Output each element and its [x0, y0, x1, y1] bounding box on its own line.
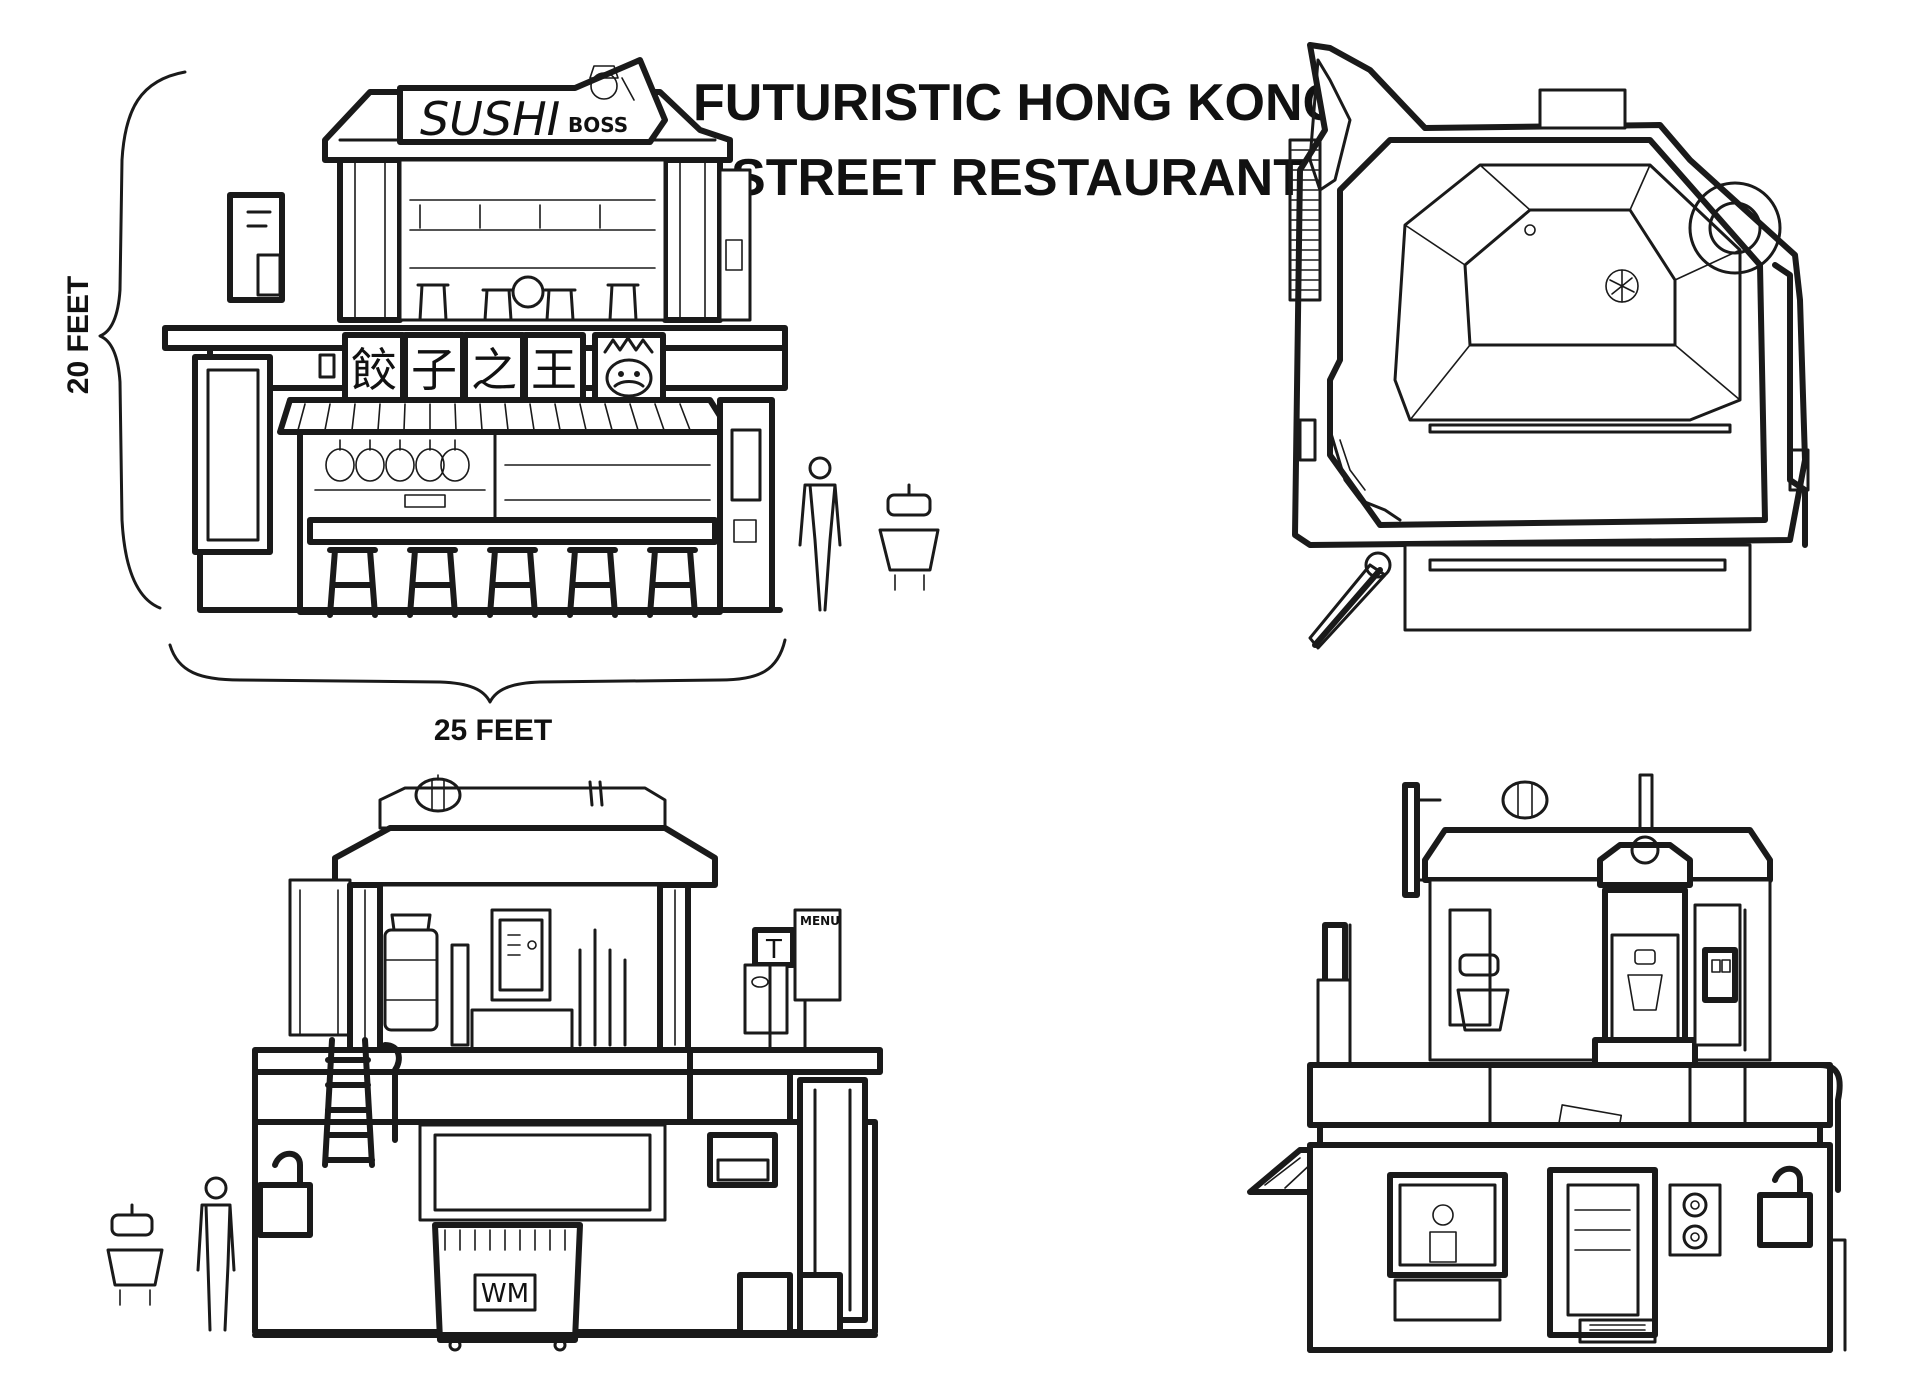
title-line-2: STREET RESTAURANT: [731, 149, 1305, 207]
ladder: [322, 1037, 402, 1168]
scale-person-front: [798, 456, 842, 612]
height-brace: 20 FEET: [62, 70, 187, 610]
banner-char-2: 子: [411, 343, 457, 397]
shopkeeper-figure: [1429, 1204, 1457, 1263]
ring-fixture: [1688, 181, 1782, 275]
fan-icon: [1605, 269, 1639, 303]
chef-mascot-icon: [589, 65, 635, 101]
banner-char-3: 之: [471, 343, 517, 397]
counter-stools: [327, 547, 698, 618]
king-mascot-icon: [603, 336, 654, 398]
robot-display: [1592, 835, 1698, 1073]
top-view: [1288, 42, 1810, 650]
boss-sign-text: BOSS: [568, 113, 628, 137]
dumpster-label: WM: [481, 1279, 529, 1309]
banner-sign: 餃 子 之 王: [342, 332, 666, 408]
width-brace: 25 FEET: [168, 638, 787, 747]
side-view: [1247, 773, 1847, 1353]
banner-char-1: 餃: [351, 343, 397, 397]
menu-sign-text: MENU: [800, 914, 840, 928]
dumpster: WM: [432, 1222, 583, 1352]
water-tank: [383, 913, 439, 1032]
robot-icon-back: [106, 1203, 164, 1306]
hanging-roast-ducks: [325, 439, 470, 482]
speaker-panel: [1668, 1183, 1722, 1257]
upper-stools: [416, 275, 640, 322]
t-sign-text: T: [765, 935, 782, 965]
scale-person-back: [196, 1176, 236, 1332]
menu-post: T MENU: [743, 908, 842, 1062]
sushi-boss-sign: SUSHI BOSS: [397, 57, 668, 146]
vent-grate: [1288, 138, 1322, 302]
banner-char-4: 王: [531, 343, 577, 397]
robot-icon: [878, 483, 940, 591]
sushi-sign-text: SUSHI: [420, 92, 560, 146]
robot-icon-side: [1456, 953, 1510, 1032]
back-view: T MENU: [106, 774, 883, 1352]
width-label: 25 FEET: [434, 714, 552, 747]
lantern-icon: [414, 774, 462, 813]
sheet-title: FUTURISTIC HONG KONG STREET RESTAURANT: [693, 74, 1343, 207]
front-view: SUSHI BOSS: [162, 57, 940, 618]
height-label: 20 FEET: [62, 276, 95, 394]
title-line-1: FUTURISTIC HONG KONG: [693, 74, 1343, 132]
